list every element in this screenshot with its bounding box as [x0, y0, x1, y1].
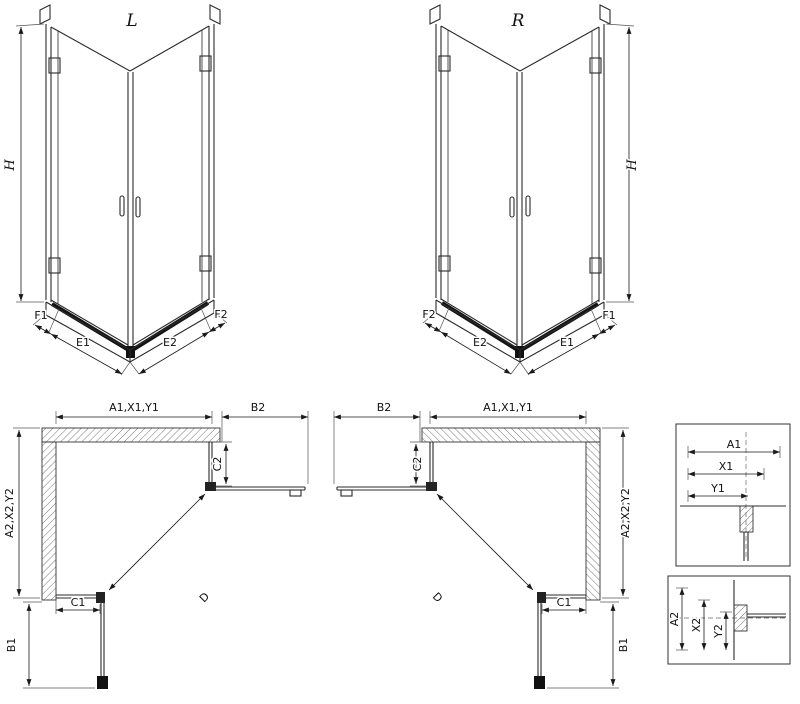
plan-view-right: B2 A1,X1,Y1 C2 A2,X2,Y2 C1 D B1 — [334, 400, 634, 689]
label-b2-plan-left: B2 — [251, 401, 266, 414]
label-y2-detail: Y2 — [712, 624, 725, 639]
label-b1-plan-right: B1 — [617, 638, 630, 653]
label-f2-left: F2 — [214, 308, 227, 321]
label-y1-detail: Y1 — [710, 482, 725, 495]
label-e1-right: E1 — [560, 336, 574, 349]
label-variant-right: R — [511, 11, 525, 31]
label-c1-plan-right: C1 — [557, 596, 572, 609]
label-a2x2y2-plan-right: A2,X2,Y2 — [619, 488, 632, 538]
label-f1-left: F1 — [34, 309, 47, 322]
label-e1-left: E1 — [76, 336, 90, 349]
iso-view-left: L H F1 E1 E2 F2 — [2, 5, 229, 375]
label-variant-left: L — [125, 11, 137, 31]
iso-view-right: R H F2 E2 E1 F1 — [421, 5, 642, 375]
plan-left-geometry — [13, 411, 308, 689]
label-e2-right: E2 — [473, 336, 487, 349]
label-c2-plan-left: C2 — [211, 457, 224, 472]
plan-view-left: A1,X1,Y1 B2 C2 A2,X2,Y2 C1 D B1 — [2, 400, 308, 689]
label-a2x2y2-plan-left: A2,X2,Y2 — [3, 488, 16, 538]
label-h-left: H — [3, 159, 18, 172]
label-e2-left: E2 — [163, 336, 177, 349]
label-b2-plan-right: B2 — [377, 401, 392, 414]
label-a2-detail: A2 — [668, 612, 681, 627]
detail-inset-top: A1 X1 Y1 — [675, 423, 791, 567]
label-a1-detail: A1 — [727, 438, 742, 451]
label-h-right: H — [625, 159, 640, 172]
label-x1-detail: X1 — [719, 460, 734, 473]
plan-right-geometry — [334, 411, 629, 689]
label-a1x1y1-plan-left: A1,X1,Y1 — [109, 401, 159, 414]
label-b1-plan-left: B1 — [5, 638, 18, 653]
label-f1-right: F1 — [602, 309, 615, 322]
label-x2-detail: X2 — [690, 618, 703, 633]
detail-inset-bottom: A2 X2 Y2 — [667, 575, 791, 665]
label-f2-right: F2 — [422, 308, 435, 321]
label-a1x1y1-plan-right: A1,X1,Y1 — [483, 401, 533, 414]
label-d-plan-right: D — [430, 590, 445, 605]
label-d-plan-left: D — [197, 590, 212, 605]
label-c2-plan-right: C2 — [411, 457, 424, 472]
label-c1-plan-left: C1 — [71, 596, 86, 609]
